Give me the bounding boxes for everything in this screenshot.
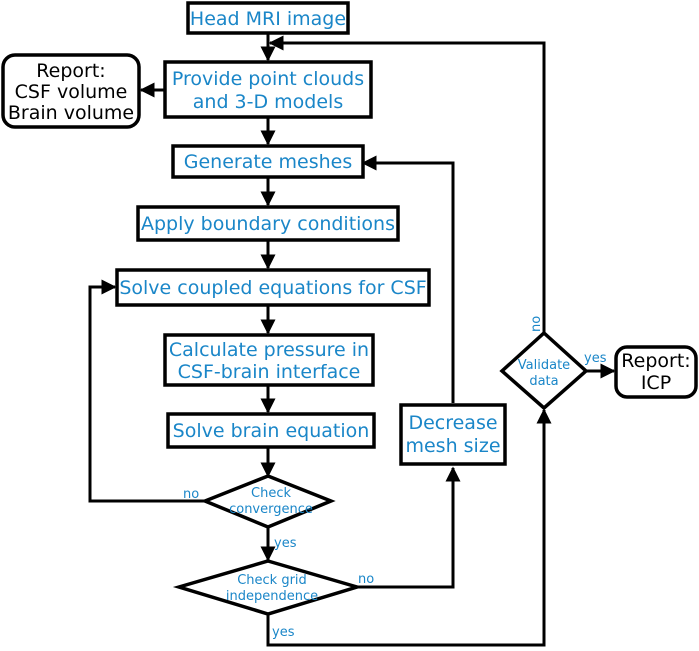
node-apply-bc: Apply boundary conditions [136, 205, 400, 242]
provide-label-line2: and 3-D models [193, 91, 343, 113]
apply-bc-label: Apply boundary conditions [141, 213, 395, 235]
node-report-icp: Report: ICP [614, 345, 698, 399]
report-icp-line1: Report: [621, 350, 690, 372]
solve-csf-label: Solve coupled equations for CSF [119, 277, 426, 299]
node-validate-data: Validate data [499, 330, 589, 411]
label-conv-no: no [183, 487, 199, 502]
check-convergence-line1: Check [251, 486, 291, 501]
node-solve-csf: Solve coupled equations for CSF [115, 268, 431, 307]
node-solve-brain: Solve brain equation [166, 412, 376, 449]
node-report-volumes: Report: CSF volume Brain volume [1, 53, 141, 129]
generate-meshes-label: Generate meshes [184, 151, 353, 173]
edge-conv-no-loop [88, 279, 205, 503]
report-icp-line2: ICP [641, 372, 671, 394]
connectors [88, 33, 616, 647]
decrease-line2: mesh size [405, 435, 500, 457]
label-conv-yes: yes [274, 536, 297, 551]
label-validate-no: no [529, 316, 544, 332]
node-calc-pressure: Calculate pressure in CSF-brain interfac… [163, 333, 375, 387]
decrease-line1: Decrease [408, 412, 497, 434]
node-head-mri: Head MRI image [186, 1, 350, 35]
node-provide-models: Provide point clouds and 3-D models [163, 60, 373, 119]
calc-pressure-line1: Calculate pressure in [169, 339, 369, 361]
node-check-convergence: Check convergence [200, 474, 336, 529]
edge-grid-yes-to-validate [266, 408, 552, 647]
check-grid-line1: Check grid [237, 573, 307, 588]
head-mri-label: Head MRI image [190, 8, 346, 30]
validate-line1: Validate [518, 358, 570, 373]
report-volumes-line2: CSF volume [15, 81, 128, 103]
label-validate-yes: yes [584, 351, 607, 366]
node-generate-meshes: Generate meshes [171, 144, 365, 179]
provide-label-line1: Provide point clouds [172, 68, 364, 90]
edge-validate-no-loop [270, 41, 546, 332]
report-volumes-line3: Brain volume [8, 102, 134, 124]
label-grid-no: no [358, 572, 374, 587]
check-grid-line2: independence [226, 589, 318, 604]
validate-line2: data [529, 374, 558, 389]
solve-brain-label: Solve brain equation [173, 420, 370, 442]
check-convergence-line2: convergence [229, 502, 313, 517]
calc-pressure-line2: CSF-brain interface [178, 361, 361, 383]
edge-grid-no-to-decrease [357, 466, 461, 589]
node-check-grid: Check grid independence [172, 559, 364, 616]
label-grid-yes: yes [272, 625, 295, 640]
edge-decrease-to-generate [361, 155, 455, 403]
node-decrease-mesh: Decrease mesh size [399, 403, 507, 466]
report-volumes-line1: Report: [36, 60, 105, 82]
